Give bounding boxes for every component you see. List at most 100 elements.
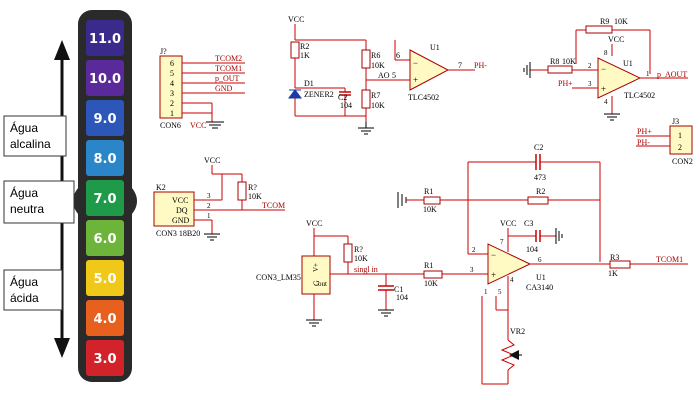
connector-j-con6: J? 6 5 4 3 2 1 CON6 TCOM2 TCOM1 p_OUT GN…	[159, 47, 245, 130]
svg-text:2: 2	[472, 246, 476, 254]
svg-text:VCC: VCC	[172, 196, 188, 205]
ground-symbol-out2	[604, 113, 620, 121]
svg-text:R8: R8	[550, 57, 559, 66]
svg-text:104: 104	[526, 245, 538, 254]
ph-value-label: 10.0	[89, 72, 121, 87]
svg-text:VCC: VCC	[204, 156, 220, 165]
ph-cell-7-0	[86, 180, 124, 216]
ph-value-label: 5.0	[93, 272, 116, 287]
ground-symbol-c1	[378, 309, 394, 317]
svg-text:DQ: DQ	[176, 206, 188, 215]
ground-symbol-c3	[555, 228, 563, 244]
svg-text:+: +	[491, 270, 496, 280]
svg-text:3: 3	[588, 80, 592, 88]
svg-text:104: 104	[396, 293, 408, 302]
svg-text:−: −	[491, 250, 496, 260]
reference-block: VCC R2 1K R6 10K R7 10K D1 ZENER2	[288, 15, 487, 135]
label-box-acidic	[3, 269, 63, 311]
resistor-r9	[585, 25, 613, 34]
svg-text:7: 7	[500, 238, 504, 246]
connector-j-part: CON6	[160, 121, 181, 130]
svg-text:TCOM: TCOM	[262, 201, 285, 210]
ph-cell-8-0	[86, 140, 124, 176]
svg-text:U1: U1	[536, 273, 546, 282]
svg-text:J3: J3	[672, 117, 679, 126]
connector-j3-con2: J3 1 2 CON2 PH+ PH-	[636, 117, 693, 166]
ph-value-label: 8.0	[93, 152, 116, 167]
net-p-out: p_OUT	[215, 74, 240, 83]
label-neutral-line1: Água	[10, 185, 38, 200]
svg-text:ZENER2: ZENER2	[304, 90, 334, 99]
svg-text:1K: 1K	[608, 269, 618, 278]
svg-text:GND: GND	[172, 216, 190, 225]
svg-text:10K: 10K	[371, 61, 385, 70]
ground-symbol-ref	[358, 122, 374, 135]
ph-arrow-up-icon	[54, 40, 70, 60]
net-tcom2: TCOM2	[215, 54, 242, 63]
svg-text:473: 473	[534, 173, 546, 182]
svg-text:1: 1	[678, 131, 682, 140]
svg-text:C1: C1	[394, 285, 403, 294]
svg-text:R3: R3	[610, 253, 619, 262]
ph-value-label: 4.0	[93, 312, 116, 327]
svg-text:CA3140: CA3140	[526, 283, 553, 292]
net-vcc: VCC	[190, 121, 206, 130]
svg-text:singl in: singl in	[354, 265, 378, 274]
svg-text:D1: D1	[304, 79, 314, 88]
svg-text:1: 1	[207, 212, 211, 220]
ph-cell-4-0	[86, 300, 124, 336]
ph-cell-5-0	[86, 260, 124, 296]
resistor-r1-input	[423, 270, 443, 279]
svg-text:VCC: VCC	[500, 219, 516, 228]
opamp-ca3140	[487, 243, 532, 285]
svg-text:4: 4	[510, 276, 514, 284]
connector-k2-18b20: K2 VCC DQ GND CON3 18B20 3 2 1 VCC R? 10…	[153, 156, 285, 241]
svg-text:VCC: VCC	[608, 35, 624, 44]
resistor-lm35-pullup	[343, 243, 353, 263]
ph-cell-6-0	[86, 220, 124, 256]
label-acidic-line2: ácida	[10, 291, 39, 305]
svg-text:U1: U1	[430, 43, 440, 52]
svg-text:R2: R2	[536, 187, 545, 196]
svg-text:CON2: CON2	[672, 157, 693, 166]
svg-text:PH-: PH-	[474, 61, 487, 70]
resistor-r2-feedback	[527, 196, 549, 205]
svg-text:R9: R9	[600, 17, 609, 26]
svg-text:+: +	[601, 84, 606, 94]
svg-text:VCC: VCC	[288, 15, 304, 24]
label-neutral-line2: neutra	[10, 202, 44, 216]
net-gnd: GND	[215, 84, 233, 93]
svg-text:VR2: VR2	[510, 327, 525, 336]
resistor-r6	[361, 49, 371, 69]
svg-text:R6: R6	[371, 51, 380, 60]
svg-text:2: 2	[207, 202, 211, 210]
lm35-block: VCC G V+ out CON3_LM35 R? 10K singl in	[256, 219, 488, 327]
svg-text:R?: R?	[354, 245, 363, 254]
resistor-r2	[290, 41, 300, 59]
ground-symbol-j	[206, 121, 224, 129]
svg-text:AO: AO	[378, 71, 390, 80]
svg-text:10K: 10K	[424, 279, 438, 288]
svg-text:1K: 1K	[300, 51, 310, 60]
svg-text:CON3_LM35: CON3_LM35	[256, 273, 301, 282]
svg-text:10K: 10K	[614, 17, 628, 26]
label-alkaline-line1: Água	[10, 120, 38, 135]
svg-text:2: 2	[588, 62, 592, 70]
svg-text:R1: R1	[424, 187, 433, 196]
connector-k2-body	[153, 191, 195, 227]
label-alkaline-line2: alcalina	[10, 137, 51, 151]
potentiometer-vr2	[500, 339, 516, 371]
svg-text:5: 5	[392, 71, 396, 80]
svg-text:R1: R1	[424, 261, 433, 270]
ph-value-label: 11.0	[89, 32, 121, 47]
svg-text:4: 4	[604, 98, 608, 106]
ph-value-label: 3.0	[93, 352, 116, 367]
ground-symbol-lm35	[306, 319, 322, 327]
net-tcom1: TCOM1	[215, 64, 242, 73]
svg-text:+: +	[413, 75, 418, 85]
svg-text:TLC4502: TLC4502	[624, 91, 655, 100]
svg-text:TLC4502: TLC4502	[408, 93, 439, 102]
ph-scale: 11.010.09.08.07.06.05.04.03.0 Água alcal…	[3, 10, 137, 382]
svg-text:2: 2	[678, 143, 682, 152]
